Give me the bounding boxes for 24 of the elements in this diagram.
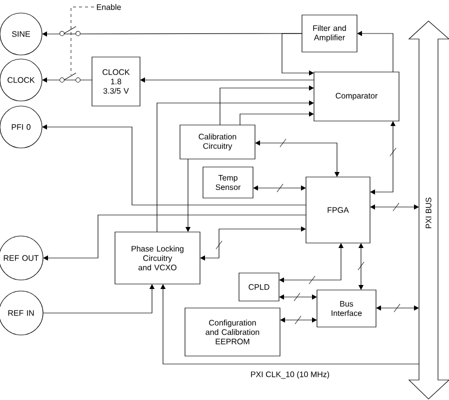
connector-arrow — [253, 185, 306, 191]
connector-arrow — [220, 85, 314, 126]
edge-label: PXI CLK_10 (10 MHz) — [249, 370, 331, 380]
block-box: Calibration Circuitry — [180, 124, 256, 160]
block-box: Configuration and Calibration EEPROM — [184, 308, 280, 356]
connector-arrow — [358, 243, 364, 290]
block-box: Temp Sensor — [202, 166, 254, 198]
connector-arrow — [376, 305, 419, 311]
signal-label: Enable — [96, 4, 121, 10]
block-box: CLOCK 1.8 3.3/5 V — [92, 56, 140, 106]
block-box: FPGA — [306, 176, 370, 244]
block-box: Filter and Amplifier — [302, 14, 358, 52]
connector-arrow — [160, 284, 420, 364]
connector-arrow — [43, 214, 306, 261]
connector-arrow — [370, 204, 419, 210]
connector-arrow — [280, 317, 317, 323]
connector-arrow — [279, 294, 317, 300]
block-box: Phase Locking Circuitry and VCXO — [114, 232, 200, 284]
connector-arrow — [200, 226, 306, 261]
connector-arrow — [240, 111, 314, 126]
block-box: CPLD — [238, 272, 280, 302]
connector-arrow — [156, 100, 314, 232]
block-box: Bus Interface — [316, 290, 376, 328]
block-box: Comparator — [314, 72, 400, 122]
